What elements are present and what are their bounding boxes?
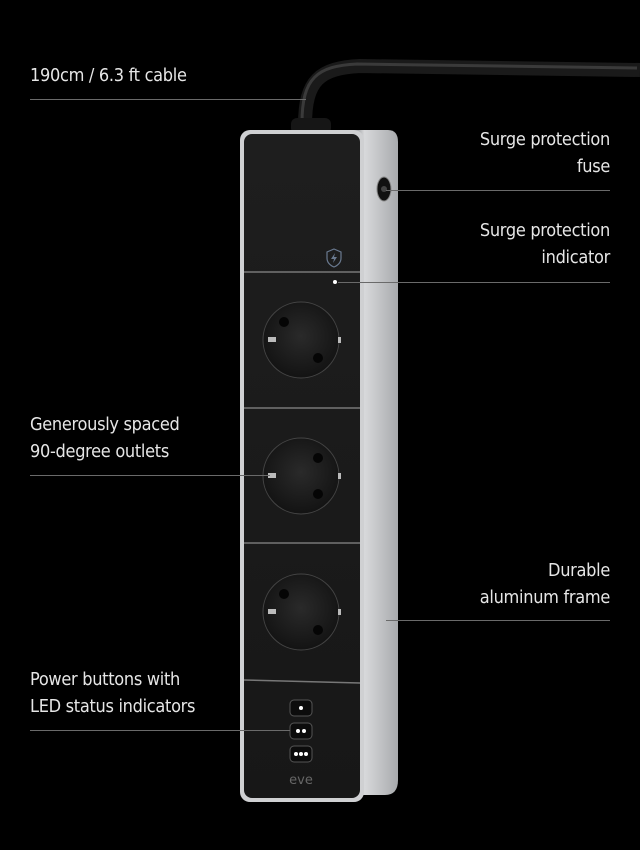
callout-line-outlets [30,475,270,476]
outlet[interactable] [262,573,341,651]
callout-line-fuse [386,190,610,191]
surge-fuse [376,176,392,202]
callout-line-frame [386,620,610,621]
eve-logo: eve [289,773,313,788]
callout-line-indicator [338,282,610,283]
callout-line-cable [30,99,306,100]
power-cable [291,58,640,134]
power-button-1[interactable] [289,699,313,717]
shield-icon [326,248,342,268]
power-button-3[interactable] [289,745,313,763]
callout-line-buttons [30,730,290,731]
callout-cable: 190cm / 6.3 ft cable [30,65,187,86]
power-button-2[interactable] [289,722,313,740]
outlet[interactable] [262,437,341,515]
outlet[interactable] [262,301,341,379]
surge-indicator-led [333,280,337,284]
